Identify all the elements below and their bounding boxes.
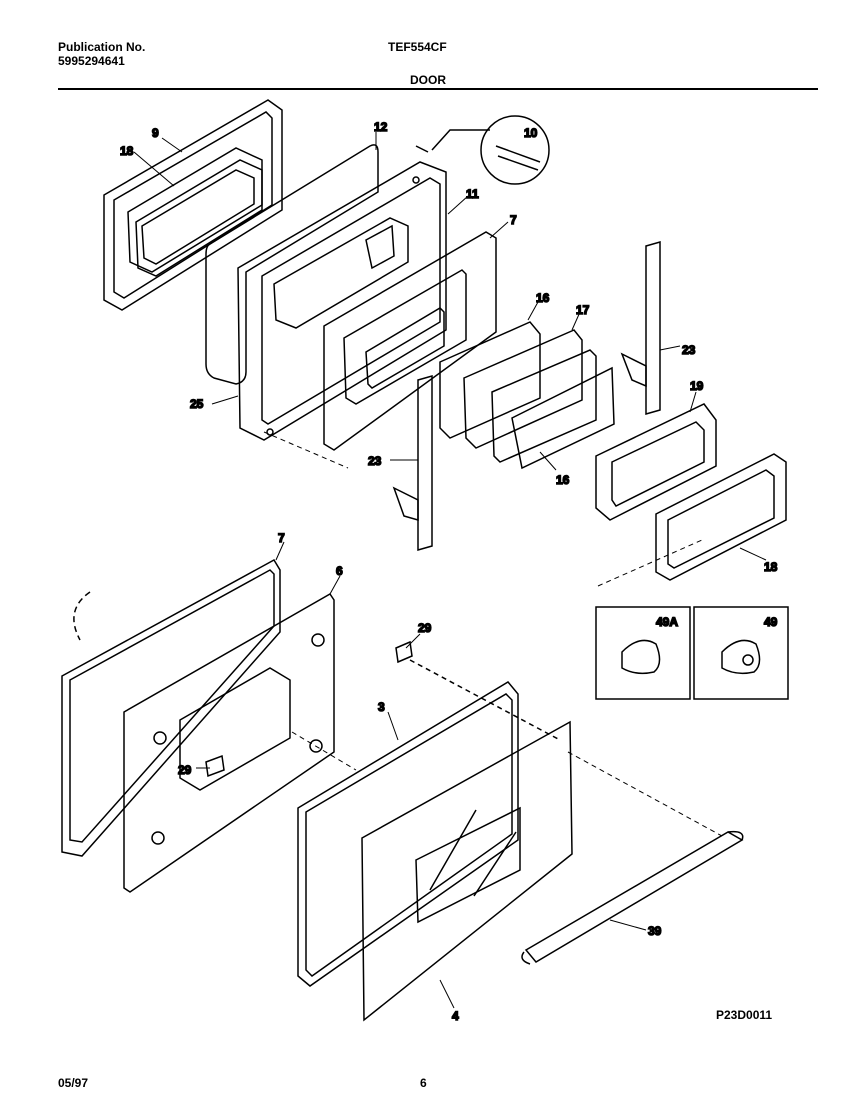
publication-label: Publication No.: [58, 40, 146, 54]
callout-3: 3: [378, 700, 385, 714]
leader-lines: [133, 132, 767, 1009]
callout-39: 39: [648, 924, 662, 938]
part-29-pin-left: [205, 754, 225, 778]
callout-49a: 49A: [656, 615, 678, 629]
callout-18: 18: [120, 144, 134, 158]
publication-number: 5995294641: [58, 54, 125, 68]
part-25-inner-liner: [237, 161, 447, 441]
callout-4: 4: [452, 1009, 459, 1023]
callout-10: 10: [524, 126, 538, 140]
part-6-inner-panel: [123, 593, 335, 893]
part-29-pin-top: [395, 640, 561, 741]
diagram-code: P23D0011: [716, 1008, 773, 1022]
part-3-door-frame: [297, 681, 519, 987]
callout-18: 18: [764, 560, 778, 574]
part-18-window-gasket-top: [127, 147, 263, 273]
part-23-hinge-left: [392, 375, 433, 551]
callout-29: 29: [418, 621, 432, 635]
callout-16: 16: [556, 473, 570, 487]
part-49-box: [693, 606, 789, 700]
footer-date: 05/97: [58, 1076, 89, 1090]
part-10-screw: [415, 115, 550, 185]
footer-page-number: 6: [420, 1076, 427, 1090]
part-19-window-frame: [595, 403, 717, 521]
part-23-hinge-right: [620, 241, 661, 415]
callout-25: 25: [190, 397, 204, 411]
callout-16: 16: [536, 291, 550, 305]
callout-17: 17: [576, 303, 590, 317]
callout-29: 29: [178, 763, 192, 777]
callout-23: 23: [682, 343, 696, 357]
model-number: TEF554CF: [388, 40, 447, 54]
callout-9: 9: [152, 126, 159, 140]
part-39-handle: [521, 830, 744, 965]
callout-49: 49: [764, 615, 778, 629]
callout-19: 19: [690, 379, 704, 393]
callout-12: 12: [374, 120, 388, 134]
part-12-door-gasket: [205, 144, 379, 385]
part-7-insulation-top: [323, 231, 497, 451]
part-16-17-window-pack: [439, 321, 615, 470]
header-rule: [58, 88, 818, 90]
part-4-door-glass: [361, 720, 573, 1022]
callout-6: 6: [336, 564, 343, 578]
section-title: DOOR: [410, 73, 446, 87]
part-9-outer-frame: [103, 99, 283, 311]
callout-23: 23: [368, 454, 382, 468]
callout-7: 7: [278, 531, 285, 545]
callout-11: 11: [466, 187, 479, 201]
part-18-window-gasket-bottom: [655, 453, 787, 581]
connector-lines: [263, 431, 723, 837]
callout-7: 7: [510, 213, 517, 227]
part-49a-box: [595, 606, 691, 700]
